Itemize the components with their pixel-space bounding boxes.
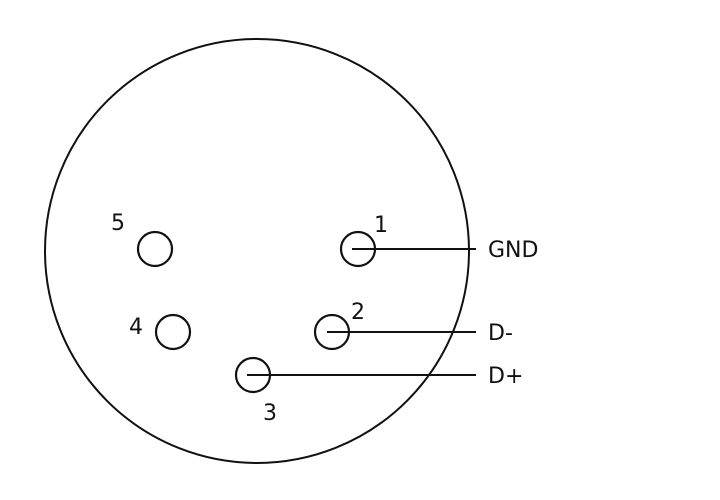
pin-2-signal-label: D- [488, 321, 513, 346]
pin-2: 2 D- [313, 300, 513, 351]
pin-3: 3 D+ [234, 356, 523, 426]
pin-2-number: 2 [351, 300, 365, 325]
pin-4: 4 [129, 313, 192, 351]
pin-4-number: 4 [129, 315, 143, 340]
pin-3-number: 3 [263, 401, 277, 426]
pin-1: 1 GND [339, 213, 538, 268]
pin-1-signal-label: GND [488, 238, 538, 263]
connector-outline [44, 38, 470, 464]
pin-5-socket [136, 230, 174, 268]
pin-4-socket [154, 313, 192, 351]
pin-5-number: 5 [111, 211, 125, 236]
pin-1-number: 1 [374, 213, 388, 238]
pin-5: 5 [111, 211, 174, 268]
pin-3-signal-label: D+ [488, 364, 523, 389]
